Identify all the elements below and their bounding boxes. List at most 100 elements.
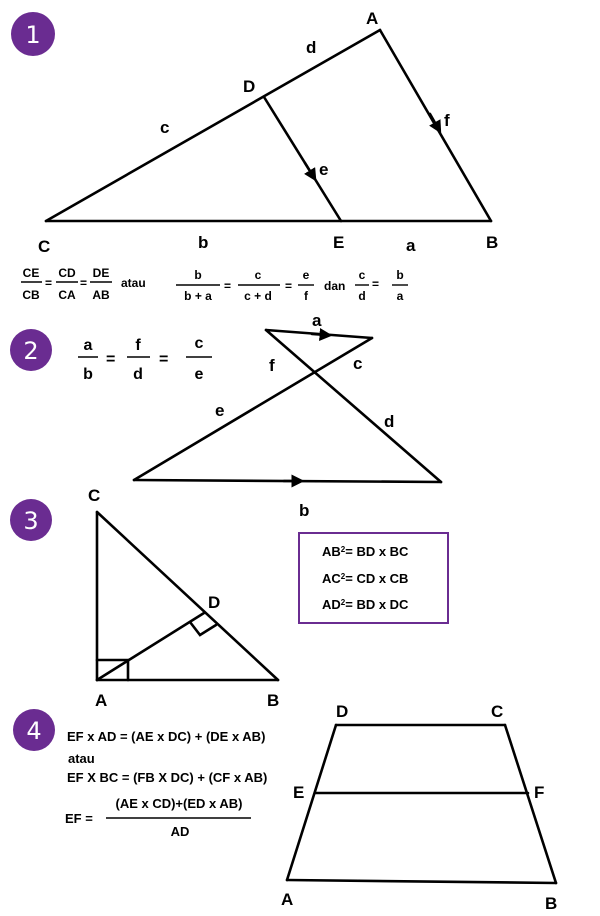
denominator: d <box>133 366 143 383</box>
fraction: CD CA <box>56 266 78 302</box>
section-4-formula: EF x AD = (AE x DC) + (DE x AB) atau EF … <box>65 729 267 839</box>
fraction: f d <box>127 337 150 383</box>
numerator: c <box>195 335 204 352</box>
equals-sign: = <box>224 279 231 293</box>
numerator: (AE x CD)+(ED x AB) <box>115 796 242 811</box>
vertex-B: B <box>545 894 557 913</box>
badge-1: 1 <box>11 12 55 56</box>
section-4-trapezoid: D C E F A B <box>281 702 558 913</box>
vertex-C: C <box>88 486 100 505</box>
segment-label-d: d <box>306 38 316 57</box>
segment-label-c: c <box>160 118 169 137</box>
vertex-D: D <box>208 593 220 612</box>
denominator: f <box>304 289 309 303</box>
denominator: AB <box>92 288 110 302</box>
vertex-A: A <box>366 9 378 28</box>
fraction: CE CB <box>21 266 42 302</box>
segment-label-e: e <box>319 160 328 179</box>
numerator: a <box>84 337 93 354</box>
numerator: CE <box>23 266 40 280</box>
denominator: e <box>195 366 204 383</box>
fraction: DE AB <box>90 266 112 302</box>
segment-label-c: c <box>353 354 362 373</box>
parallel-arrow-icon <box>428 112 442 134</box>
numerator: DE <box>93 266 110 280</box>
side-AB <box>285 878 558 885</box>
denominator: CA <box>58 288 76 302</box>
segment-label-f: f <box>269 356 275 375</box>
vertex-A: A <box>281 890 293 909</box>
vertex-D: D <box>243 77 255 96</box>
side-CB <box>503 723 558 885</box>
fraction: c c + d <box>238 268 280 303</box>
segment-label-d: d <box>384 412 394 431</box>
vertex-F: F <box>534 783 544 802</box>
relation-3: AD2= BD x DC <box>322 597 409 612</box>
denominator: a <box>397 289 404 303</box>
section-1-formula: CE CB = CD CA = DE AB atau b b + a = c c… <box>21 266 408 303</box>
segment-label-a: a <box>406 236 416 255</box>
box-frame <box>298 532 449 624</box>
segment-label-e: e <box>215 401 224 420</box>
fraction: c d <box>355 268 369 303</box>
badge-circle <box>13 709 55 751</box>
vertex-C: C <box>38 237 50 256</box>
badge-4: 4 <box>13 709 55 751</box>
denominator: c + d <box>244 289 272 303</box>
relation-2: AC2= CD x CB <box>322 571 408 586</box>
word-atau: atau <box>121 276 146 290</box>
segment-DE <box>262 95 343 223</box>
vertex-B: B <box>486 233 498 252</box>
badge-circle <box>10 499 52 541</box>
relations-box: AB2= BD x BC AC2= CD x CB AD2= BD x DC <box>298 532 449 624</box>
numerator: c <box>255 268 262 282</box>
fraction: a b <box>78 337 98 383</box>
side-BC <box>95 510 280 682</box>
section-3-triangle: C D A B <box>88 486 280 710</box>
formula-line-1: EF x AD = (AE x DC) + (DE x AB) <box>67 729 265 744</box>
badge-2: 2 <box>10 329 52 371</box>
denominator: b <box>83 366 93 383</box>
section-2-formula: a b = f d = c e <box>78 335 212 383</box>
numerator: CD <box>58 266 76 280</box>
segment-label-a: a <box>312 311 322 330</box>
relation-1: AB2= BD x BC <box>322 544 409 559</box>
numerator: b <box>194 268 201 282</box>
badge-circle <box>10 329 52 371</box>
denominator: b + a <box>184 289 212 303</box>
badge-circle <box>11 12 55 56</box>
equals-sign: = <box>159 351 168 368</box>
section-2-triangles: a b c d e f <box>132 311 443 520</box>
badge-number: 4 <box>26 717 41 745</box>
segment-label-f: f <box>444 111 450 130</box>
equals-sign: = <box>80 276 87 290</box>
vertex-D: D <box>336 702 348 721</box>
vertex-E: E <box>293 783 304 802</box>
denominator: d <box>358 289 365 303</box>
vertex-B: B <box>267 691 279 710</box>
equals-sign: = <box>106 351 115 368</box>
vertex-A: A <box>95 691 107 710</box>
fraction-lhs: EF = <box>65 811 93 826</box>
parallel-arrow-icon <box>310 328 333 342</box>
numerator: b <box>396 268 403 282</box>
numerator: f <box>135 337 141 354</box>
segment-label-b: b <box>198 233 208 252</box>
equals-sign: = <box>372 277 379 291</box>
badge-3: 3 <box>10 499 52 541</box>
fraction: c e <box>186 335 212 383</box>
denominator: AD <box>171 824 190 839</box>
vertex-E: E <box>333 233 344 252</box>
numerator: c <box>359 268 366 282</box>
badge-number: 2 <box>23 337 38 365</box>
fraction: b a <box>392 268 408 303</box>
line-f-e <box>132 336 374 482</box>
altitude-AD <box>95 611 206 682</box>
segment-label-b: b <box>299 501 309 520</box>
section-1-triangle: A B C D E a b c d e f <box>38 9 498 256</box>
side-CA <box>44 28 382 223</box>
equals-sign: = <box>45 276 52 290</box>
line-c-d <box>264 328 443 484</box>
word-atau: atau <box>68 751 95 766</box>
